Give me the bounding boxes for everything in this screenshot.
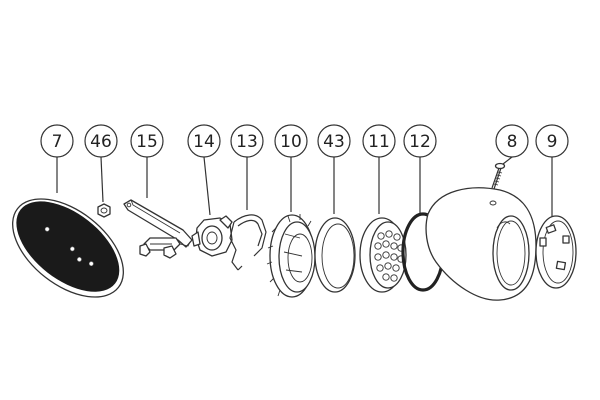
callout-label: 11 [368, 132, 390, 152]
part-mounting-bracket [123, 199, 193, 259]
callout-label: 9 [547, 132, 558, 152]
part-led-module [359, 217, 407, 293]
callout-label: 46 [90, 132, 112, 152]
callout-7: 7 [40, 124, 74, 193]
leader-line [502, 156, 513, 165]
part-retaining-clip [229, 214, 267, 271]
part-lamp-socket [191, 215, 233, 257]
callout-8: 8 [495, 124, 529, 165]
leader-line [100, 156, 104, 203]
callout-label: 7 [52, 132, 63, 152]
callout-label: 10 [280, 132, 302, 152]
part-screw [491, 162, 506, 190]
callout-label: 8 [507, 132, 518, 152]
part-lens [314, 217, 356, 293]
callout-label: 15 [136, 132, 158, 152]
part-bezel-ring [535, 215, 577, 289]
callout-43: 43 [317, 124, 351, 214]
callout-9: 9 [535, 124, 569, 220]
callout-label: 12 [409, 132, 431, 152]
part-nut [97, 203, 111, 218]
callout-12: 12 [403, 124, 437, 214]
callout-label: 13 [236, 132, 258, 152]
callout-11: 11 [362, 124, 396, 214]
callout-13: 13 [230, 124, 264, 210]
part-base-plate [12, 198, 124, 298]
leader-line [203, 156, 211, 216]
part-housing [425, 187, 537, 301]
callout-label: 43 [323, 132, 345, 152]
callout-15: 15 [130, 124, 164, 198]
callout-46: 46 [84, 124, 118, 203]
callout-10: 10 [274, 124, 308, 212]
callout-14: 14 [187, 124, 221, 216]
part-reflector [266, 214, 316, 298]
callout-label: 14 [193, 132, 215, 152]
callout-circle [495, 124, 529, 158]
